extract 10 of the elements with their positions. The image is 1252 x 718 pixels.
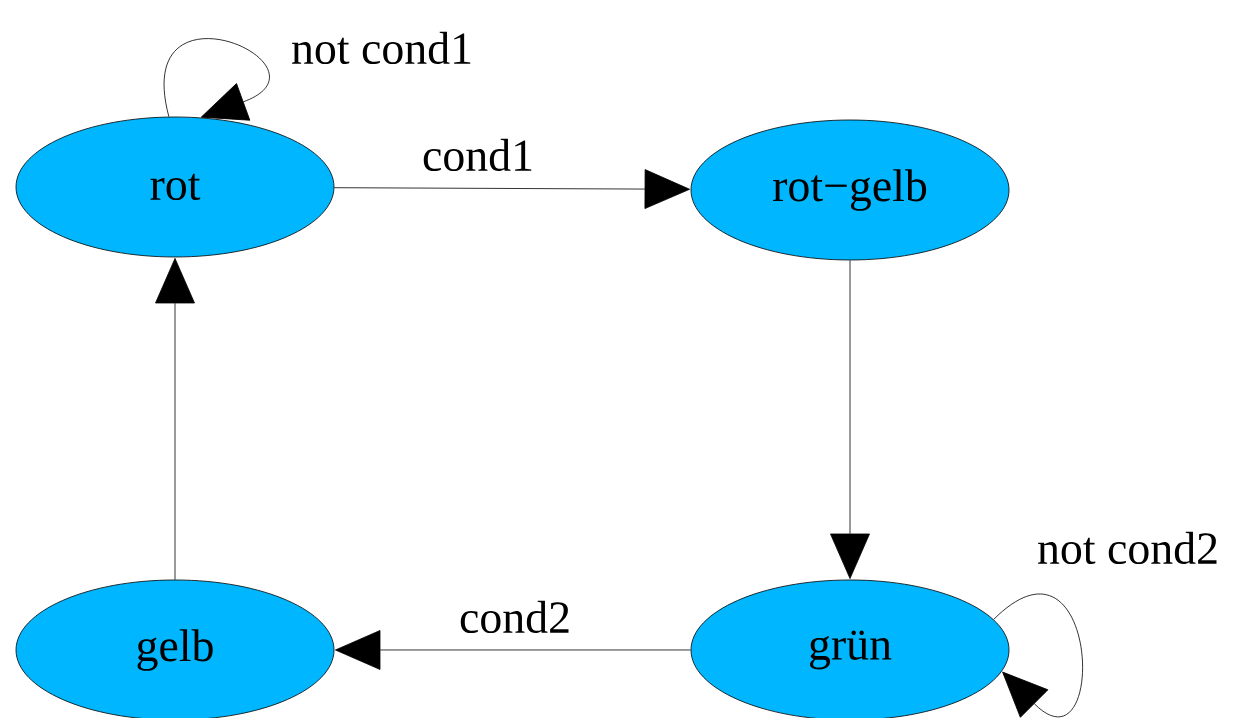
arrow xyxy=(334,169,690,209)
edge-label: cond1 xyxy=(423,138,532,172)
edge-label: not cond1 xyxy=(292,31,471,65)
arrow xyxy=(830,260,870,579)
arrow xyxy=(335,630,691,670)
self-loop-arrow xyxy=(163,38,270,121)
edge-label: cond2 xyxy=(460,600,569,634)
arrow xyxy=(155,258,195,580)
edge-label: not cond2 xyxy=(1038,531,1217,565)
self-loop-arrow xyxy=(993,593,1083,718)
